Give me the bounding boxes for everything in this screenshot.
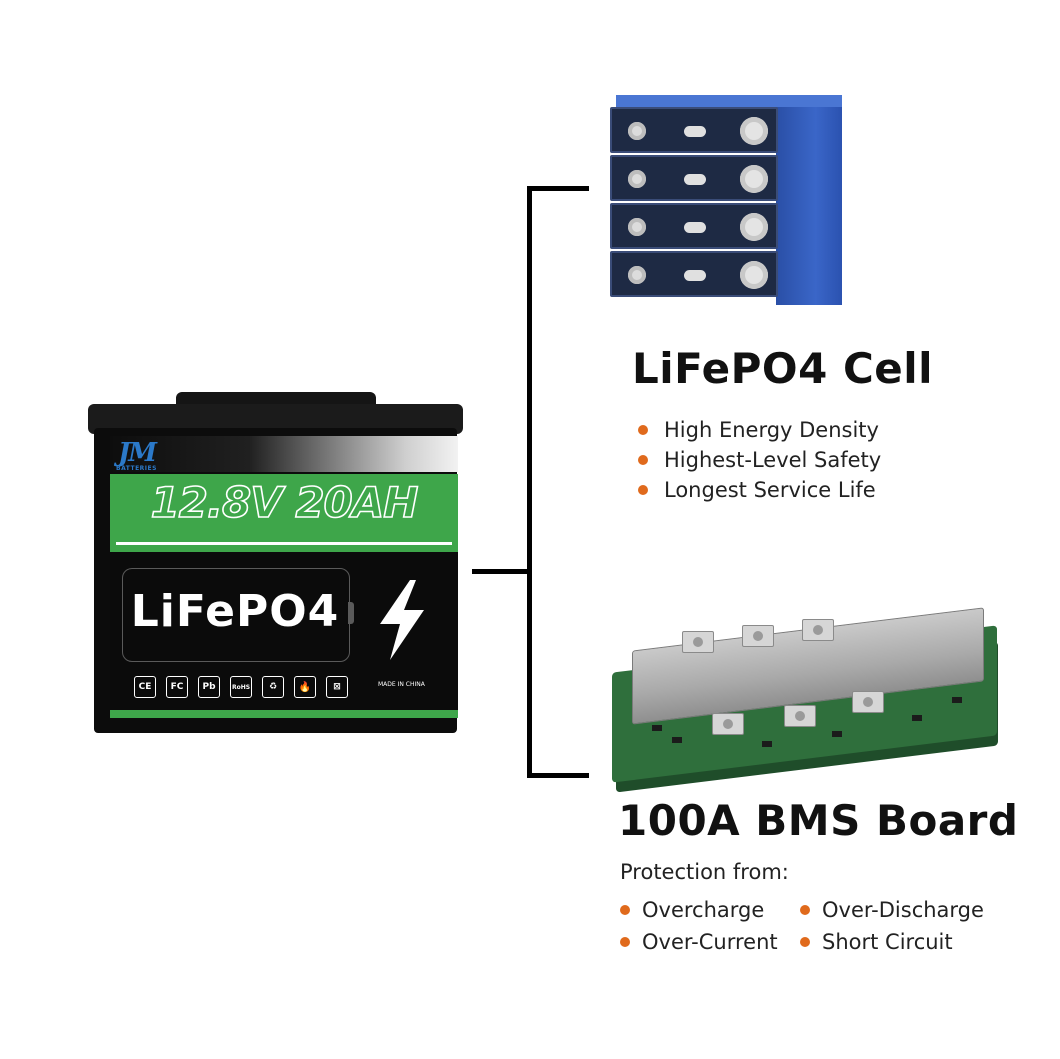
protection-list: Overcharge Over-Discharge Over-Current S… [620,898,1000,954]
lead-free-icon: Pb [198,676,220,698]
lightning-bolt-icon [380,580,424,660]
cell-unit [610,155,778,201]
logo-band [110,436,458,472]
made-in-label: MADE IN CHINA [378,681,425,688]
connector-vertical [527,186,532,778]
cell-stack-image [606,95,842,310]
component [672,737,682,743]
list-item: Overcharge [620,898,800,922]
cell-unit [610,251,778,297]
solder-pad [852,691,884,713]
certification-icons: CE FC Pb RoHS ♻ 🔥 ⊠ [134,676,348,698]
component [912,715,922,721]
no-fire-icon: 🔥 [294,676,316,698]
fcc-mark-icon: FC [166,676,188,698]
list-item: High Energy Density [638,418,881,442]
bullet-icon [638,425,648,435]
bms-board-image [612,605,1002,793]
brand-logo-subtitle: BATTERIES [116,465,157,472]
connector-branch-bottom [527,773,589,778]
component [832,731,842,737]
protection-label: Protection from: [620,860,789,884]
cell-stack-top [616,95,842,107]
connector-stem [472,569,532,574]
recycle-icon: ♻ [262,676,284,698]
brand-logo: JM [118,438,157,468]
list-item: Over-Discharge [800,898,1000,922]
list-item: Over-Current [620,930,800,954]
connector-branch-top [527,186,589,191]
solder-pad [742,625,774,647]
solder-pad [712,713,744,735]
cell-stack-side [776,95,842,305]
battery-image: JM BATTERIES 12.8V 20AH LiFePO4 CE FC Pb… [88,392,463,737]
list-item: Highest-Level Safety [638,448,881,472]
chemistry-label: LiFePO4 [130,586,340,637]
solder-pad [784,705,816,727]
ce-mark-icon: CE [134,676,156,698]
solder-pad [802,619,834,641]
component [762,741,772,747]
list-item: Longest Service Life [638,478,881,502]
bullet-icon [800,937,810,947]
bullet-icon [620,937,630,947]
cell-title: LiFePO4 Cell [632,344,934,393]
bms-title: 100A BMS Board [618,796,1019,845]
component [952,697,962,703]
cell-unit [610,203,778,249]
cell-unit [610,107,778,153]
cell-feature-list: High Energy Density Highest-Level Safety… [638,418,881,502]
solder-pad [682,631,714,653]
battery-terminal-icon [348,602,354,624]
bullet-icon [638,485,648,495]
bullet-icon [638,455,648,465]
voltage-capacity-label: 12.8V 20AH [150,477,419,528]
rohs-icon: RoHS [230,676,252,698]
no-trash-icon: ⊠ [326,676,348,698]
bullet-icon [620,905,630,915]
list-item: Short Circuit [800,930,1000,954]
component [652,725,662,731]
bullet-icon [800,905,810,915]
label-underline [116,542,452,545]
